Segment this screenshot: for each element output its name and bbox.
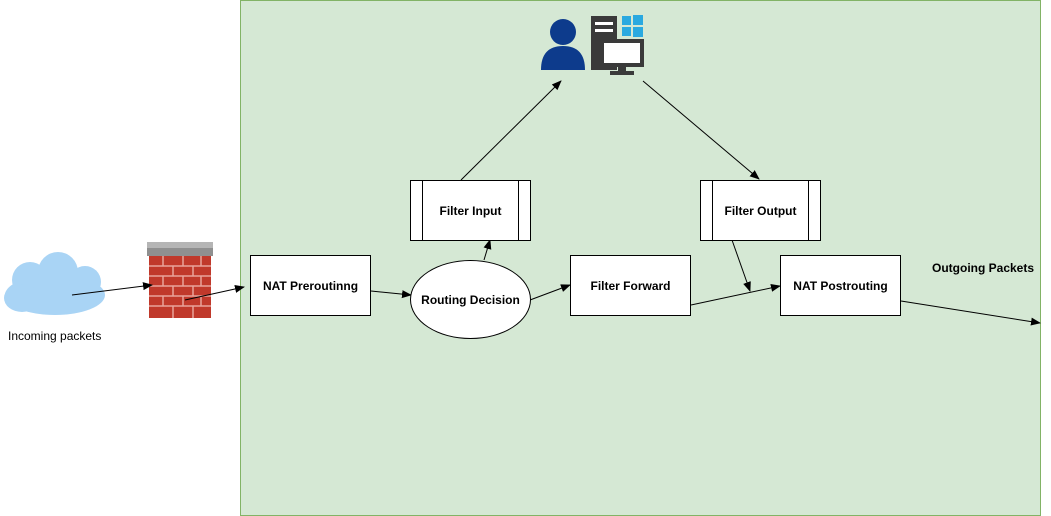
arrow-input-to-user: [460, 80, 562, 181]
routing-decision-node: Routing Decision: [410, 260, 531, 339]
routing-decision-label: Routing Decision: [421, 292, 520, 307]
nat-prerouting-label: NAT Preroutinng: [262, 278, 359, 293]
incoming-packets-label: Incoming packets: [8, 329, 102, 343]
filter-input-node: Filter Input: [410, 180, 531, 241]
arrow-routing-to-forward: [529, 284, 571, 301]
arrow-user-to-output: [642, 80, 760, 180]
windows-logo-icon: [622, 15, 643, 37]
arrow-prerouting-to-routing: [370, 290, 412, 299]
user-workstation-icon: [541, 15, 644, 75]
arrow-postrouting-to-outgoing: [900, 300, 1041, 326]
filter-forward-label: Filter Forward: [590, 278, 671, 293]
firewall-icon: [147, 242, 213, 318]
filter-output-node: Filter Output: [700, 180, 821, 241]
arrow-routing-to-input: [483, 239, 492, 261]
arrow-firewall-to-prerouting: [184, 285, 245, 301]
user-icon: [541, 19, 585, 70]
outgoing-packets-label: Outgoing Packets: [932, 261, 1035, 275]
monitor-icon: [600, 39, 644, 75]
arrow-forward-to-postrouting: [690, 283, 781, 306]
filter-output-label: Filter Output: [724, 203, 797, 218]
nat-postrouting-label: NAT Postrouting: [793, 278, 888, 293]
filter-forward-node: Filter Forward: [570, 255, 691, 316]
cloud-icon: [4, 252, 105, 315]
filter-input-label: Filter Input: [439, 203, 502, 218]
nat-postrouting-node: NAT Postrouting: [780, 255, 901, 316]
arrow-cloud-to-firewall: [71, 282, 153, 296]
nat-prerouting-node: NAT Preroutinng: [250, 255, 371, 316]
arrow-output-to-postrouting: [731, 239, 751, 292]
